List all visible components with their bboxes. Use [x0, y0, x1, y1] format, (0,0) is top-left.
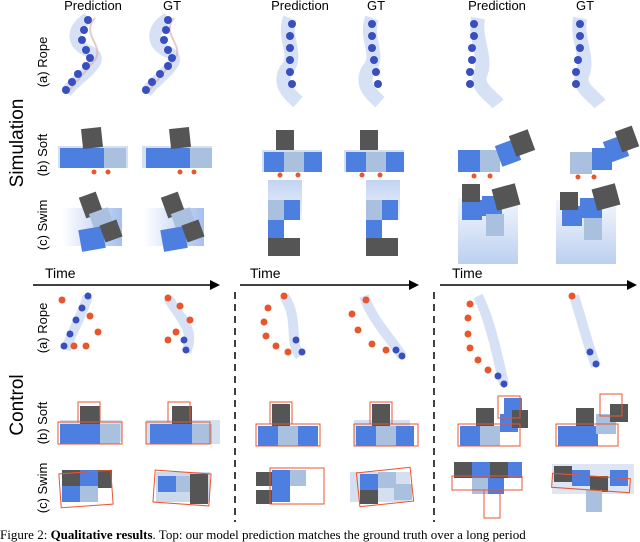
ctrl-rope-panel-3-gt [568, 292, 601, 368]
sim-soft-panel-2-pred [262, 130, 322, 178]
caption-bold: Qualitative results [50, 528, 153, 542]
caption-rest: . Top: our model prediction matches the … [152, 528, 526, 542]
ctrl-rope-panel-1-pred [58, 292, 102, 352]
time-label-3: Time [452, 265, 483, 281]
sim-soft-panel-2-gt [344, 130, 404, 178]
row-label-soft-sim: (b) Soft [35, 133, 50, 176]
ctrl-rope-panel-2-pred [260, 292, 306, 359]
ctrl-soft-panel-1-pred [57, 401, 123, 445]
sim-soft-panel-3-pred [458, 129, 536, 179]
row-label-swim-sim: (c) Swim [35, 200, 50, 251]
ctrl-rope-panel-3-pred [464, 293, 509, 388]
sim-swim-panel-3-pred [458, 183, 521, 264]
ctrl-swim-panel-3-pred [451, 462, 523, 519]
section-label-control: Control [7, 374, 28, 435]
header-gt-1: GT [163, 0, 181, 13]
header-prediction-2: Prediction [271, 0, 329, 13]
ctrl-swim-panel-2-gt [350, 466, 415, 508]
time-arrow-2 [240, 280, 419, 290]
ctrl-soft-panel-3-pred [457, 395, 528, 447]
sim-rope-panel-3-pred [466, 16, 504, 109]
sim-rope-panel-3-gt [572, 16, 606, 109]
sim-soft-panel-1-gt [142, 127, 212, 175]
sim-rope-panel-2-gt [358, 15, 385, 108]
ctrl-soft-panel-2-pred [255, 401, 321, 447]
sim-swim-panel-1-pred [62, 191, 123, 252]
row-label-rope-ctrl: (a) Rope [35, 303, 50, 354]
time-label-1: Time [45, 265, 76, 281]
sim-swim-panel-2-gt [366, 180, 400, 256]
time-label-2: Time [250, 265, 281, 281]
figure-caption: Figure 2: Qualitative results. Top: our … [0, 528, 640, 542]
header-prediction-1: Prediction [64, 0, 122, 13]
sim-swim-panel-1-gt [144, 191, 205, 252]
sim-swim-panel-2-pred [268, 180, 302, 256]
sim-swim-panel-3-gt [556, 183, 621, 264]
row-label-soft-ctrl: (b) Soft [35, 401, 50, 444]
ctrl-rope-panel-2-gt [348, 294, 407, 360]
sim-rope-panel-2-pred [276, 15, 303, 108]
ctrl-swim-panel-2-pred [256, 467, 325, 505]
ctrl-rope-panel-1-gt [163, 294, 195, 355]
ctrl-soft-panel-1-gt [145, 401, 220, 445]
row-label-swim-ctrl: (c) Swim [35, 463, 50, 514]
sim-soft-panel-3-gt [570, 125, 640, 180]
ctrl-swim-panel-1-gt [152, 469, 212, 507]
sim-rope-panel-1-gt [141, 13, 181, 96]
section-label-simulation: Simulation [7, 99, 28, 188]
ctrl-soft-panel-3-gt [555, 393, 628, 447]
header-gt-3: GT [576, 0, 594, 13]
sim-rope-panel-1-pred [61, 13, 102, 96]
sim-soft-panel-1-pred [58, 127, 128, 175]
header-gt-2: GT [367, 0, 385, 13]
caption-prefix: Figure 2: [0, 528, 51, 542]
time-arrow-1 [33, 280, 220, 290]
ctrl-soft-panel-2-gt [353, 401, 419, 447]
time-arrow-3 [440, 280, 637, 290]
ctrl-swim-panel-3-gt [551, 464, 634, 512]
header-prediction-3: Prediction [468, 0, 526, 13]
ctrl-swim-panel-1-pred [58, 469, 114, 509]
row-label-rope-sim: (a) Rope [35, 37, 50, 88]
